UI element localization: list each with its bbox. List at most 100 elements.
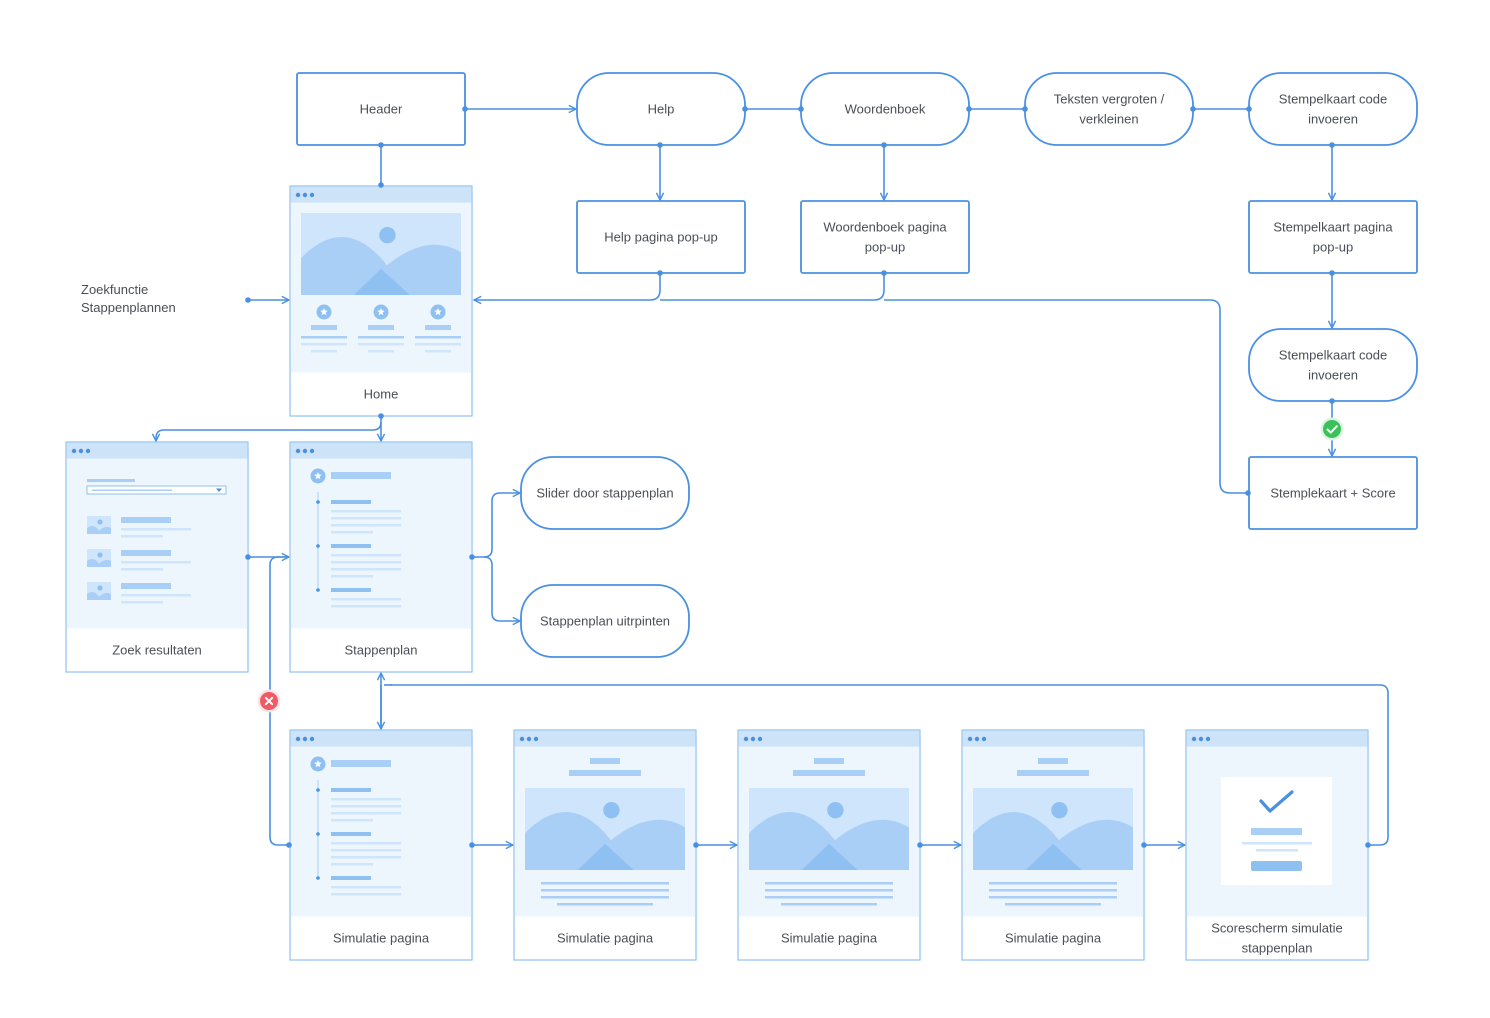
connector-dot bbox=[469, 842, 475, 848]
stappenplan-screen-label: Stappenplan bbox=[344, 643, 417, 658]
help-node[interactable]: Help bbox=[576, 72, 746, 146]
connector-dot bbox=[378, 413, 384, 419]
simulatie-pagina-3-screen-label: Simulatie pagina bbox=[781, 931, 878, 946]
connector-dot bbox=[378, 182, 384, 188]
help-popup-node[interactable]: Help pagina pop-up bbox=[576, 200, 746, 274]
simulatie-pagina-4-screen[interactable]: Simulatie pagina bbox=[961, 729, 1145, 961]
woordenboek-node[interactable]: Woordenboek bbox=[800, 72, 970, 146]
star-icon bbox=[316, 304, 332, 320]
teksten-vergroten-node[interactable]: Teksten vergroten /verkleinen bbox=[1024, 72, 1194, 146]
connector-line bbox=[474, 273, 661, 300]
connector-line bbox=[660, 273, 885, 301]
window-dot bbox=[981, 736, 987, 742]
window-dot bbox=[309, 192, 315, 198]
slider-node-label: Slider door stappenplan bbox=[536, 486, 673, 501]
connector-dot bbox=[1329, 142, 1335, 148]
window-dot bbox=[1191, 736, 1197, 742]
window-dot bbox=[309, 736, 315, 742]
connector-dot bbox=[798, 106, 804, 112]
connector-dot bbox=[378, 142, 384, 148]
image-placeholder-icon bbox=[749, 788, 909, 870]
zoek-resultaten-screen[interactable]: Zoek resultaten bbox=[65, 441, 249, 673]
connector-dot bbox=[657, 270, 663, 276]
badges bbox=[257, 417, 1344, 713]
connector-dot bbox=[245, 554, 251, 560]
slider-node[interactable]: Slider door stappenplan bbox=[520, 456, 690, 530]
connector-dot bbox=[1329, 270, 1335, 276]
header-node[interactable]: Header bbox=[296, 72, 466, 146]
window-dot bbox=[309, 448, 315, 454]
stempelkaart-score-node-label: Stemplekaart + Score bbox=[1270, 486, 1395, 501]
connector-dot bbox=[917, 842, 923, 848]
connector-dots bbox=[245, 106, 1371, 848]
uitprinten-node-label: Stappenplan uitrpinten bbox=[540, 614, 670, 629]
star-icon bbox=[310, 468, 326, 484]
woordenboek-node-label: Woordenboek bbox=[845, 102, 926, 117]
image-placeholder-icon bbox=[973, 788, 1133, 870]
connector-line bbox=[884, 299, 1248, 494]
window-dot bbox=[1198, 736, 1204, 742]
connector-dot bbox=[693, 842, 699, 848]
simulatie-pagina-1-screen[interactable]: Simulatie pagina bbox=[289, 729, 473, 961]
chevron-down-icon bbox=[216, 488, 222, 492]
window-dot bbox=[71, 448, 77, 454]
connector-line bbox=[483, 556, 520, 621]
connector-dot bbox=[245, 297, 251, 303]
home-screen[interactable]: Home bbox=[289, 185, 473, 417]
connector-line bbox=[472, 493, 520, 558]
connector-dot bbox=[469, 554, 475, 560]
connector-dot bbox=[742, 106, 748, 112]
connector-dot bbox=[657, 142, 663, 148]
nodes: Header Help Woordenboek Teksten vergroten /… bbox=[296, 72, 1418, 658]
window-dot bbox=[295, 192, 301, 198]
simulatie-pagina-3-screen[interactable]: Simulatie pagina bbox=[737, 729, 921, 961]
star-icon bbox=[430, 304, 446, 320]
header-node-label: Header bbox=[360, 102, 403, 117]
window-dot bbox=[302, 192, 308, 198]
uitprinten-node[interactable]: Stappenplan uitrpinten bbox=[520, 584, 690, 658]
connector-dot bbox=[881, 142, 887, 148]
stappenplan-screen[interactable]: Stappenplan bbox=[289, 441, 473, 673]
simulatie-pagina-2-screen[interactable]: Simulatie pagina bbox=[513, 729, 697, 961]
checkmark-icon bbox=[1259, 790, 1294, 813]
image-placeholder-icon bbox=[301, 213, 461, 295]
connector-dot bbox=[966, 106, 972, 112]
score-button-mock bbox=[1251, 861, 1302, 871]
cross-circle-icon bbox=[257, 689, 281, 713]
connector-dot bbox=[1022, 106, 1028, 112]
window-dot bbox=[757, 736, 763, 742]
connector-dot bbox=[1329, 398, 1335, 404]
connector-dot bbox=[1365, 842, 1371, 848]
window-dot bbox=[743, 736, 749, 742]
window-dot bbox=[1205, 736, 1211, 742]
window-dot bbox=[302, 448, 308, 454]
zoek-resultaten-screen-label: Zoek resultaten bbox=[112, 643, 202, 658]
window-dot bbox=[78, 448, 84, 454]
window-dot bbox=[750, 736, 756, 742]
window-dot bbox=[967, 736, 973, 742]
stempelkaart-score-node[interactable]: Stemplekaart + Score bbox=[1248, 456, 1418, 530]
window-dot bbox=[295, 736, 301, 742]
connector-dot bbox=[1190, 106, 1196, 112]
help-popup-node-label: Help pagina pop-up bbox=[604, 230, 717, 245]
connector-dot bbox=[286, 842, 292, 848]
star-icon bbox=[373, 304, 389, 320]
window-dot bbox=[974, 736, 980, 742]
window-dot bbox=[295, 448, 301, 454]
home-screen-label: Home bbox=[364, 387, 399, 402]
check-circle-icon bbox=[1320, 417, 1344, 441]
simulatie-pagina-1-screen-label: Simulatie pagina bbox=[333, 931, 430, 946]
star-icon bbox=[310, 756, 326, 772]
